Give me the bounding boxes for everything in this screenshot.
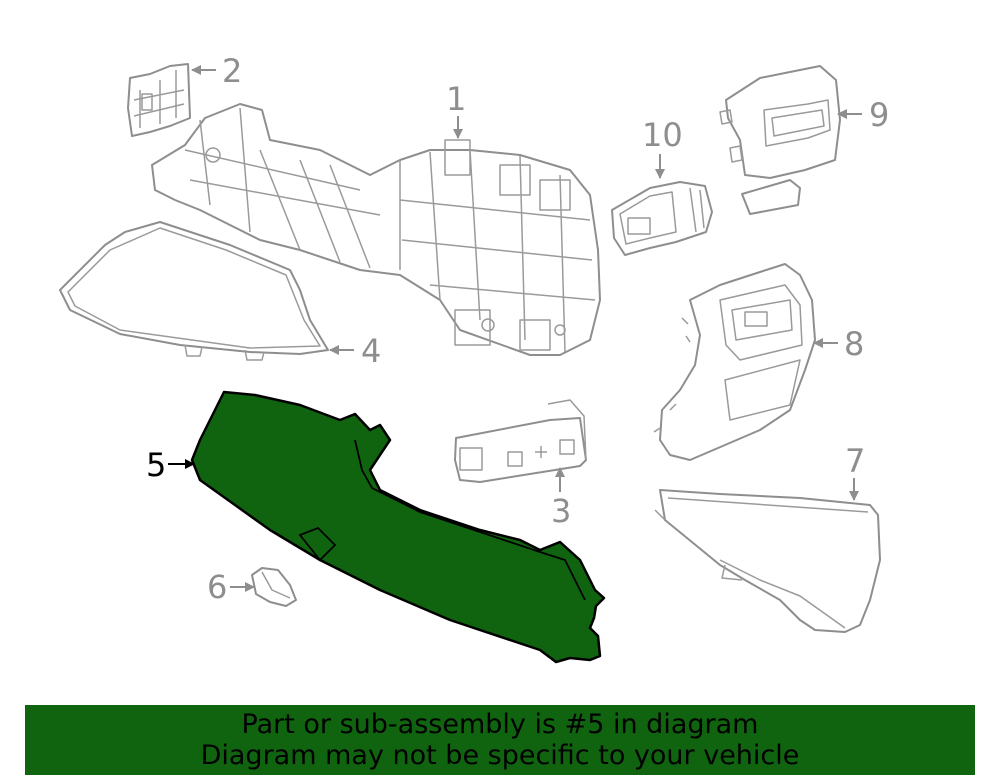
part-5-console-panel[interactable] (190, 390, 606, 664)
svg-text:10: 10 (642, 116, 683, 154)
part-4-panel (59, 221, 329, 361)
part-3-switch-panel (454, 399, 587, 483)
callout-5: 5 (146, 446, 195, 484)
info-banner: Part or sub-assembly is #5 in diagram Di… (25, 705, 975, 775)
part-8-rear-trim (653, 263, 816, 461)
svg-text:2: 2 (222, 52, 242, 90)
callout-2: 2 (191, 52, 242, 90)
callout-6: 6 (207, 568, 255, 606)
part-2-bracket (127, 63, 191, 137)
callout-9: 9 (837, 96, 889, 134)
parts-diagram: 1 2 3 4 5 6 7 8 9 10 (59, 52, 889, 664)
callout-8: 8 (813, 325, 864, 363)
part-9-bezel (719, 65, 841, 215)
callout-10: 10 (642, 116, 683, 179)
svg-text:1: 1 (446, 80, 466, 118)
svg-text:4: 4 (361, 332, 381, 370)
part-1-frame (151, 103, 601, 356)
callout-7: 7 (845, 442, 865, 501)
callout-4: 4 (329, 332, 381, 370)
callout-3: 3 (551, 467, 571, 530)
svg-text:8: 8 (844, 325, 864, 363)
part-10-switch (611, 181, 713, 256)
svg-text:5: 5 (146, 446, 166, 484)
part-7-side-trim (654, 489, 881, 633)
banner-line-1: Part or sub-assembly is #5 in diagram (241, 709, 759, 740)
svg-text:7: 7 (845, 442, 865, 480)
part-6-clip (251, 567, 297, 607)
svg-text:9: 9 (869, 96, 889, 134)
svg-text:3: 3 (551, 492, 571, 530)
svg-text:6: 6 (207, 568, 227, 606)
callout-1: 1 (446, 80, 466, 139)
banner-line-2: Diagram may not be specific to your vehi… (200, 740, 800, 771)
